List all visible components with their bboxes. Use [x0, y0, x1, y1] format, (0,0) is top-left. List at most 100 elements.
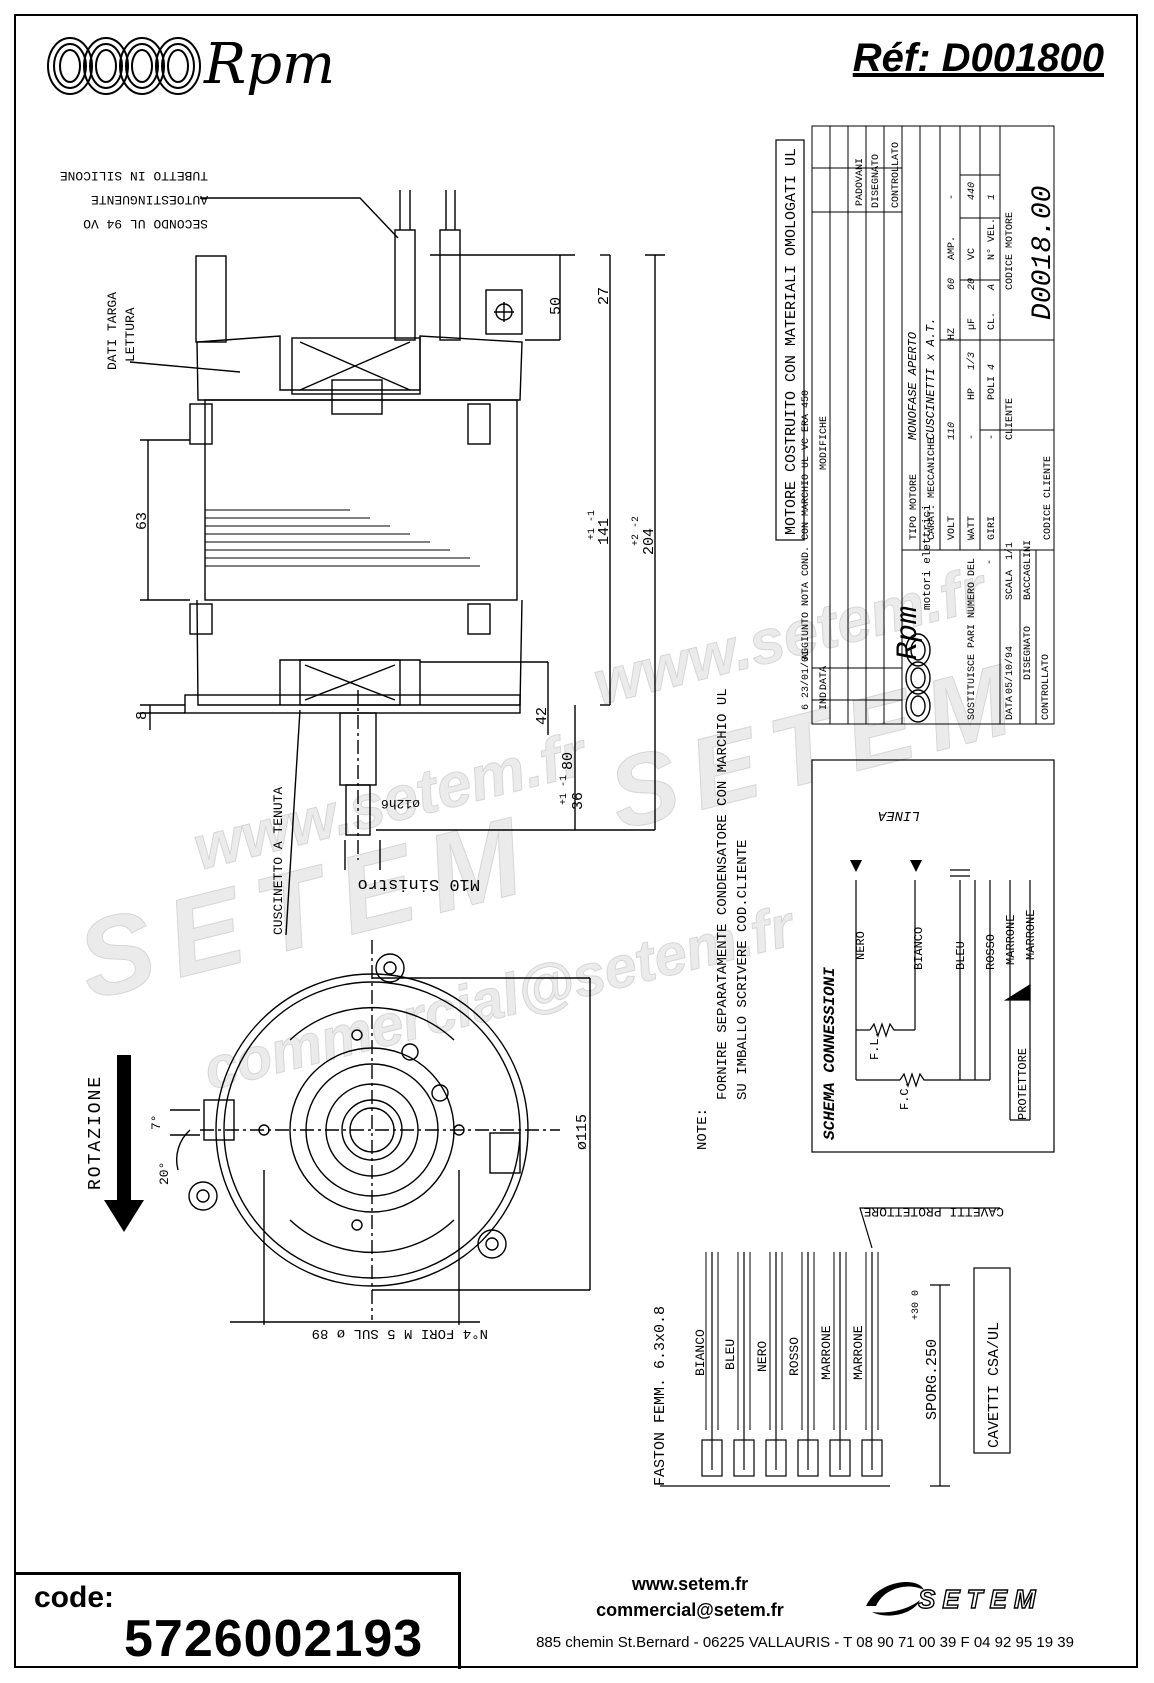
tb-data-label: DATA — [819, 666, 830, 690]
dim-36-tol: +1 -1 — [559, 775, 570, 805]
dim-63: 63 — [134, 512, 151, 530]
setem-logo-text: SETEM — [917, 1583, 1043, 1614]
tb-ind-label: IND. — [819, 686, 830, 710]
cable-color-rosso: ROSSO — [787, 1337, 802, 1376]
tb-brand: Rpm — [892, 606, 926, 660]
dim-204: 204 — [641, 528, 658, 555]
dim-8: 8 — [134, 711, 151, 720]
tb-volt: 110 — [947, 422, 958, 440]
tb-watt: - — [967, 434, 978, 440]
tb-giri-label: GIRI — [987, 516, 998, 540]
schema-fl: F.L. — [868, 1031, 882, 1060]
code-label: code: — [34, 1581, 115, 1614]
connection-schematic — [811, 759, 1055, 1153]
tube-label-3: SECONDO UL 94 VO — [83, 216, 208, 231]
cable-color-marrone-2: MARRONE — [851, 1325, 866, 1380]
tb-vel-label: N° VEL. — [986, 218, 998, 260]
schema-wire-bianco: BIANCO — [912, 927, 926, 970]
dim-42: 42 — [534, 707, 551, 725]
linea-arrows-icon — [850, 860, 922, 872]
tb-signer: PADOVANI — [855, 158, 866, 206]
tb-cliente-label: CLIENTE — [1005, 398, 1016, 440]
tb-vc-label: VC — [967, 248, 978, 260]
brand-name: Rpm — [204, 32, 336, 97]
tb-vc: 440 — [967, 182, 978, 200]
rotation-arrow-icon — [104, 1055, 144, 1232]
cables-drawing — [660, 1207, 1011, 1487]
tube-label-1: TUBETTO IN SILICONE — [60, 168, 208, 183]
schema-protettore: PROTETTORE — [1016, 1048, 1030, 1120]
tb-carat-value: CUSCINETTI x A.T. — [924, 318, 938, 440]
tb-disegnato-label: DISEGNATO — [871, 154, 882, 208]
tb-hz-label: HZ — [947, 328, 958, 340]
cable-faston: FASTON FEMM. 6.3x0.8 — [652, 1306, 669, 1486]
company-address: 885 chemin St.Bernard - 06225 VALLAURIS … — [536, 1634, 1074, 1651]
tube-label-2: AUTOESTINGUENTE — [91, 192, 208, 207]
tb-amp-label: AMP. — [947, 236, 958, 260]
dim-204-tol: +2 -2 — [631, 516, 642, 546]
tb-brand-sub: motori elettrici — [922, 504, 934, 610]
diameter-label: ø115 — [574, 1114, 591, 1150]
plate-label-1: DATI TARGA — [105, 292, 120, 370]
tb-carat-label: CARAT. MECCANICHE — [927, 438, 938, 540]
tb-volt-label: VOLT — [947, 516, 958, 540]
tb-watt-label: WATT — [967, 516, 978, 540]
setem-swoosh-icon — [866, 1582, 924, 1616]
tb-codice-cliente-label: CODICE CLIENTE — [1043, 456, 1054, 540]
ul-statement: MOTORE COSTRUITO CON MATERIALI OMOLOGATI… — [783, 148, 800, 535]
tb-tipo-label: TIPO MOTORE — [909, 474, 920, 540]
tb-uf: 20 — [967, 278, 978, 290]
angle-7: 7° — [149, 1114, 164, 1130]
cable-sporg-tol: +30 0 — [911, 1290, 922, 1320]
cable-csa: CAVETTI CSA/UL — [986, 1322, 1003, 1448]
tb-revision-text: AGGIUNTO NOTA COND. CON MARCHIO UL VC ER… — [801, 390, 812, 660]
shaft-label: ø12h6 — [381, 796, 420, 811]
tb-poli: 4 — [987, 364, 998, 370]
note-line-2: SU IMBALLO SCRIVERE COD.CLIENTE — [735, 840, 751, 1100]
note-line-1: FORNIRE SEPARATAMENTE CONDENSATORE CON M… — [715, 688, 731, 1100]
tb-controllato-label: CONTROLLATO — [891, 142, 902, 208]
schema-linea: LINEA — [878, 807, 920, 823]
rpm-coil-small-icon — [905, 633, 931, 723]
holes-label: N°4 FORI M 5 SUL ø 89 — [312, 1325, 488, 1341]
drawing-frame — [14, 14, 1138, 1668]
cable-color-marrone-1: MARRONE — [819, 1325, 834, 1380]
schema-wire-rosso: ROSSO — [984, 934, 998, 970]
bearing-label: CUSCINETTO A TENUTA — [271, 787, 286, 935]
tb-tipo-value: MONOFASE APERTO — [906, 332, 920, 440]
dim-36: 36 — [570, 792, 587, 810]
cable-color-bleu: BLEU — [723, 1339, 738, 1370]
code-value: 5726002193 — [124, 1610, 424, 1668]
tb-poli-label: POLI — [987, 376, 998, 400]
website-link[interactable]: www.setem.fr — [631, 1574, 749, 1594]
motor-front-view — [170, 940, 591, 1325]
ul-statement-box — [775, 139, 805, 541]
tb-hp-label: HP — [967, 388, 978, 400]
tb-codice-motore: D0018.00 — [1028, 186, 1059, 320]
plate-label-2: LETTURA — [123, 307, 138, 362]
title-block — [811, 125, 1055, 725]
email-link[interactable]: commercial@setem.fr — [596, 1600, 784, 1620]
tb-sostituisce-label: SOSTITUISCE PARI NUMERO DEL — [967, 558, 978, 720]
tb-scala: 1/1 — [1004, 542, 1016, 560]
tb-disegnato-row-label: DISEGNATO — [1023, 626, 1034, 680]
tb-sostituisce: - — [985, 559, 996, 565]
tb-uf-label: µF — [967, 318, 978, 330]
schema-fc: F.C. — [898, 1081, 912, 1110]
dim-141-tol: +1 -1 — [587, 510, 598, 540]
cable-sporg: SPORG.250 — [924, 1339, 941, 1420]
schema-wire-nero: NERO — [854, 931, 868, 960]
tb-revision-date: 23/01/01 — [800, 650, 812, 698]
tb-hp: 1/3 — [966, 352, 978, 370]
schema-wire-bleu: BLEU — [954, 941, 968, 970]
dim-50: 50 — [548, 297, 565, 315]
schema-wire-marrone-1: MARRONE — [1004, 915, 1018, 965]
tb-cl: A — [987, 284, 998, 291]
tb-disegnato-row: BACCAGLINI — [1023, 540, 1034, 600]
tb-controllato-row-label: CONTROLLATO — [1041, 654, 1052, 720]
rpm-coil-icon — [47, 37, 201, 95]
tb-data-row: 05/10/94 — [1004, 646, 1016, 694]
reference-number: Réf: D001800 — [852, 36, 1104, 80]
tb-codice-motore-label: CODICE MOTORE — [1005, 212, 1016, 290]
tb-revision-no: 6 — [801, 704, 812, 710]
